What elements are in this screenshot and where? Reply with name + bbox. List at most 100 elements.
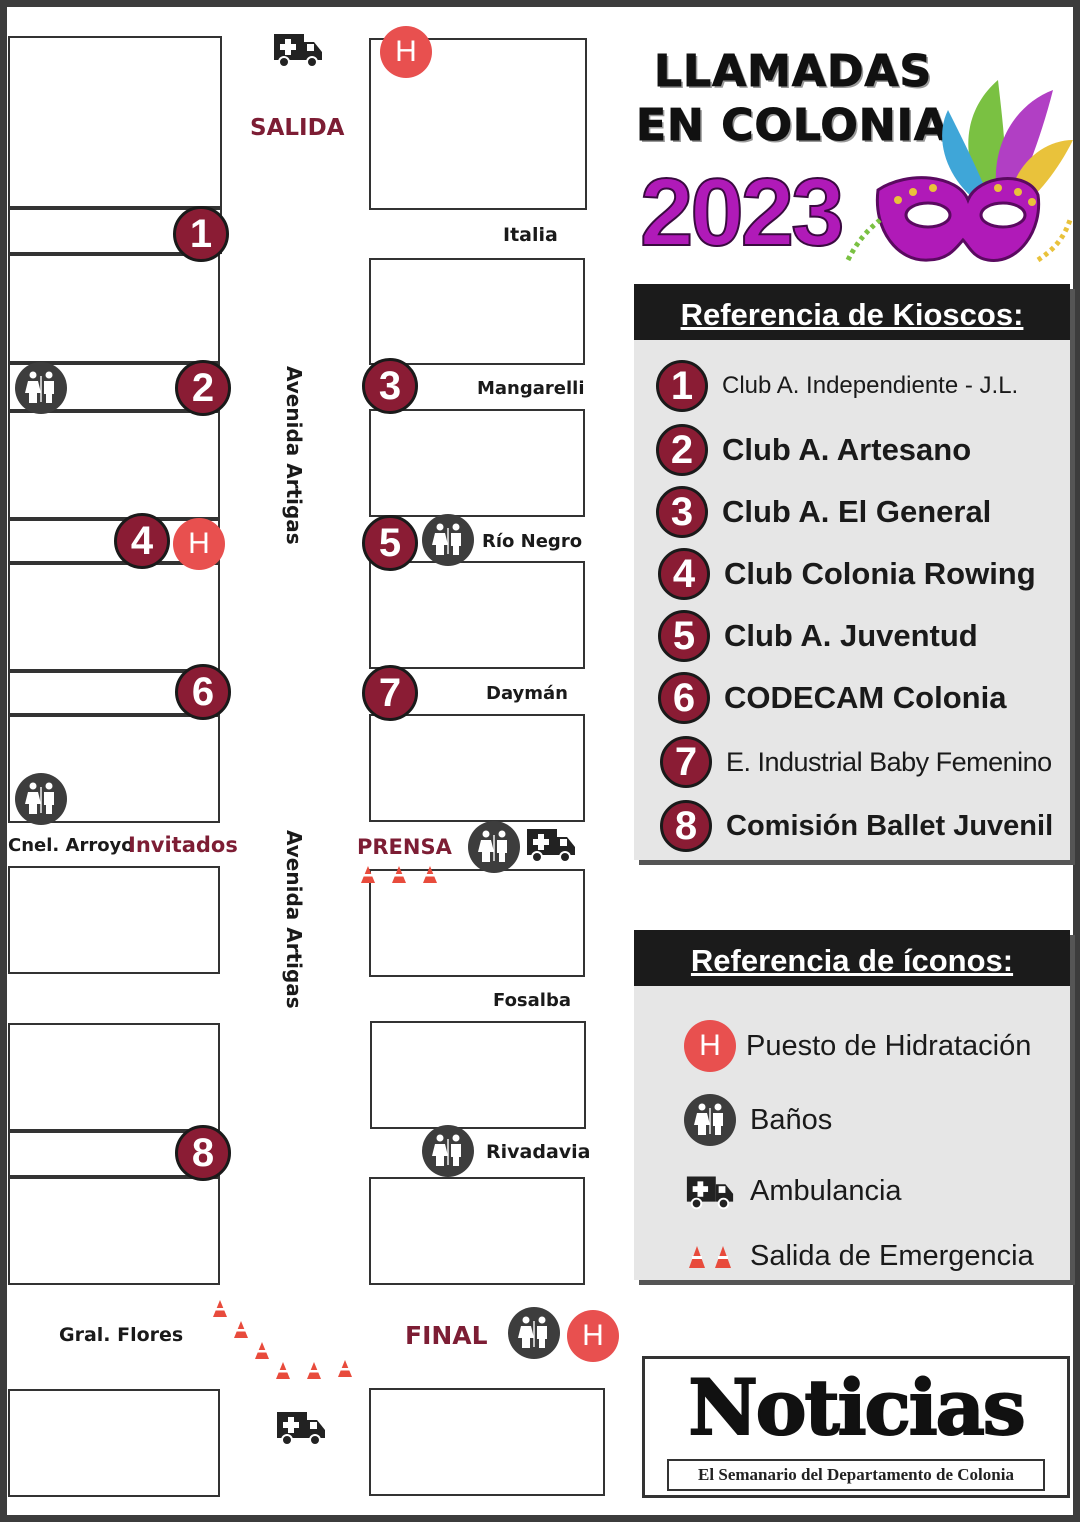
kiosk-name: Club A. El General	[722, 494, 992, 529]
emergency-exit-cones-icon	[210, 1298, 360, 1388]
kiosk-reference-item: 1 Club A. Independiente - J.L.	[656, 360, 1018, 412]
hydration-icon: H	[173, 518, 225, 570]
city-block	[8, 254, 220, 363]
icon-reference-label: Salida de Emergencia	[750, 1240, 1034, 1272]
kiosk-name: Club A. Independiente - J.L.	[722, 372, 1019, 399]
kiosk-name: Club A. Juventud	[724, 618, 978, 653]
icon-reference-label: Puesto de Hidratación	[746, 1029, 1032, 1062]
restroom-icon	[15, 773, 67, 825]
city-block	[369, 258, 585, 365]
street-cnel-arroyo: Cnel. Arroyo	[8, 835, 134, 856]
city-block	[369, 561, 585, 669]
kiosk-marker-5: 5	[362, 515, 418, 571]
title-line-2: EN COLONIA	[635, 100, 950, 152]
kiosk-name: Comisión Ballet Juvenil	[726, 809, 1054, 842]
kiosk-reference-heading: Referencia de Kioscos:	[634, 284, 1070, 340]
title-year: 2023	[639, 158, 846, 267]
hydration-icon: H	[380, 26, 432, 78]
street-dayman: Daymán	[486, 683, 568, 704]
kiosk-reference-item: 8 Comisión Ballet Juvenil	[660, 800, 1053, 852]
icon-reference-item: H Puesto de Hidratación	[684, 1020, 1031, 1072]
kiosk-reference-item: 3 Club A. El General	[656, 486, 991, 538]
icon-reference-item: Ambulancia	[684, 1170, 902, 1212]
ambulance-icon	[684, 1170, 736, 1212]
kiosk-reference-panel: Referencia de Kioscos: 1 Club A. Indepen…	[634, 284, 1070, 860]
kiosk-number-badge: 6	[658, 672, 710, 724]
kiosk-reference-item: 7 E. Industrial Baby Femenino	[660, 736, 1052, 788]
kiosk-marker-6: 6	[175, 664, 231, 720]
city-block	[370, 1021, 586, 1129]
kiosk-marker-1: 1	[173, 206, 229, 262]
kiosk-number-badge: 2	[656, 424, 708, 476]
street-gral-flores: Gral. Flores	[59, 1324, 184, 1346]
kiosk-reference-item: 4 Club Colonia Rowing	[658, 548, 1036, 600]
kiosk-name: CODECAM Colonia	[724, 680, 1007, 715]
city-block	[369, 409, 585, 517]
city-block	[369, 1177, 585, 1285]
kiosk-number-badge: 4	[658, 548, 710, 600]
hydration-icon: H	[684, 1020, 736, 1072]
street-rio-negro: Río Negro	[482, 531, 583, 552]
kiosk-reference-item: 2 Club A. Artesano	[656, 424, 971, 476]
icon-reference-item: Baños	[684, 1094, 832, 1146]
city-block	[8, 1023, 220, 1131]
avenue-artigas-south: Avenida Artigas	[282, 830, 306, 1009]
city-block	[8, 411, 220, 519]
street-rivadavia: Rivadavia	[486, 1141, 591, 1163]
title-line-1: LLAMADAS	[653, 46, 933, 98]
emergency-exit-cones-icon	[684, 1244, 736, 1270]
kiosk-marker-8: 8	[175, 1125, 231, 1181]
kiosk-reference-item: 5 Club A. Juventud	[658, 610, 978, 662]
noticias-logo: Noticias El Semanario del Departamento d…	[642, 1356, 1070, 1498]
kiosk-name: E. Industrial Baby Femenino	[726, 746, 1052, 777]
kiosk-number-badge: 3	[656, 486, 708, 538]
city-block	[369, 1388, 605, 1496]
city-block	[8, 1389, 220, 1497]
restroom-icon	[422, 1125, 474, 1177]
ambulance-icon	[274, 1406, 328, 1448]
kiosk-number-badge: 7	[660, 736, 712, 788]
restroom-icon	[684, 1094, 736, 1146]
street-mangarelli: Mangarelli	[477, 378, 585, 399]
kiosk-marker-7: 7	[362, 665, 418, 721]
icon-reference-label: Ambulancia	[750, 1174, 902, 1207]
avenue-artigas-north: Avenida Artigas	[282, 366, 306, 545]
label-final: FINAL	[405, 1321, 488, 1350]
kiosk-name: Club A. Artesano	[722, 432, 972, 467]
city-block	[369, 869, 585, 977]
kiosk-marker-2: 2	[175, 360, 231, 416]
label-salida: SALIDA	[250, 115, 345, 141]
label-prensa: PRENSA	[357, 835, 452, 859]
icon-reference-heading: Referencia de íconos:	[634, 930, 1070, 986]
restroom-icon	[15, 362, 67, 414]
kiosk-name: Club Colonia Rowing	[724, 556, 1036, 591]
ambulance-icon	[524, 823, 578, 865]
kiosk-marker-3: 3	[362, 358, 418, 414]
city-block	[369, 714, 585, 822]
kiosk-reference-item: 6 CODECAM Colonia	[658, 672, 1006, 724]
icon-reference-label: Baños	[750, 1103, 833, 1136]
city-block	[8, 1177, 220, 1285]
city-block	[8, 36, 222, 208]
carnival-mask-icon	[838, 70, 1074, 286]
city-block	[8, 563, 220, 671]
street-italia: Italia	[503, 224, 558, 246]
kiosk-number-badge: 8	[660, 800, 712, 852]
street-fosalba: Fosalba	[493, 990, 571, 1011]
city-block	[8, 866, 220, 974]
hydration-icon: H	[567, 1310, 619, 1362]
emergency-exit-cones-icon	[358, 864, 444, 886]
label-invitados: Invitados	[128, 833, 238, 857]
logo-title: Noticias	[687, 1362, 1026, 1453]
icon-reference-item: Salida de Emergencia	[684, 1240, 1034, 1273]
restroom-icon	[508, 1307, 560, 1359]
logo-tagline: El Semanario del Departamento de Colonia	[667, 1459, 1045, 1491]
restroom-icon	[422, 514, 474, 566]
ambulance-icon	[271, 28, 325, 70]
restroom-icon	[468, 821, 520, 873]
kiosk-marker-4: 4	[114, 513, 170, 569]
kiosk-number-badge: 1	[656, 360, 708, 412]
icon-reference-panel: Referencia de íconos: H Puesto de Hidrat…	[634, 930, 1070, 1280]
kiosk-number-badge: 5	[658, 610, 710, 662]
